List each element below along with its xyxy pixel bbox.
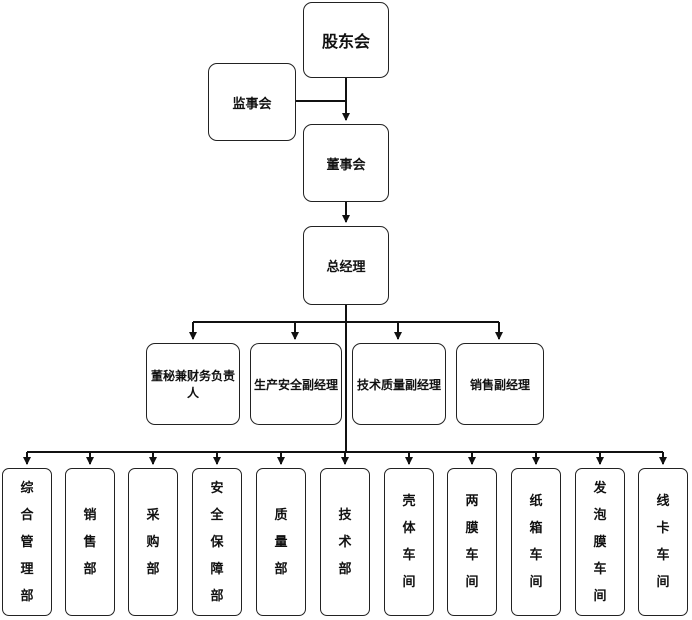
node-dept-cable-clip-workshop: 线卡车间 <box>638 468 688 616</box>
node-deputy-secretary-finance: 董秘兼财务负责人 <box>146 343 240 425</box>
node-general-manager-label: 总经理 <box>326 260 366 275</box>
node-deputy-production-safety: 生产安全副经理 <box>250 343 342 425</box>
node-dept-label: 销售部 <box>83 507 97 577</box>
node-dept-safety: 安全保障部 <box>192 468 242 616</box>
node-deputy-sales: 销售副经理 <box>456 343 544 425</box>
node-dept-film-workshop: 两膜车间 <box>447 468 497 616</box>
node-deputy-label: 技术质量副经理 <box>356 377 441 392</box>
node-dept-foam-film-workshop: 发泡膜车间 <box>575 468 625 616</box>
node-board-label: 董事会 <box>326 157 366 173</box>
node-dept-sales: 销售部 <box>65 468 115 616</box>
node-dept-label: 壳体车间 <box>402 494 416 590</box>
node-deputy-label: 销售副经理 <box>469 377 530 392</box>
node-dept-carton-workshop: 纸箱车间 <box>511 468 561 616</box>
node-shareholders-label: 股东会 <box>321 32 370 51</box>
node-dept-technology: 技术部 <box>320 468 370 616</box>
node-dept-label: 发泡膜车间 <box>593 480 607 604</box>
node-supervisors-label: 监事会 <box>232 96 272 112</box>
node-deputy-tech-quality: 技术质量副经理 <box>352 343 446 425</box>
node-dept-label: 技术部 <box>338 507 352 577</box>
node-dept-general-management: 综合管理部 <box>2 468 52 616</box>
node-deputy-label: 董秘兼财务负责人 <box>150 369 235 400</box>
node-dept-label: 综合管理部 <box>20 480 34 604</box>
node-dept-label: 采购部 <box>146 507 160 577</box>
node-general-manager: 总经理 <box>303 226 389 305</box>
node-dept-procurement: 采购部 <box>128 468 178 616</box>
node-deputy-label: 生产安全副经理 <box>253 377 338 392</box>
node-dept-label: 两膜车间 <box>465 494 479 590</box>
node-board: 董事会 <box>303 124 389 202</box>
node-dept-shell-workshop: 壳体车间 <box>384 468 434 616</box>
node-dept-label: 线卡车间 <box>656 494 670 590</box>
node-dept-label: 安全保障部 <box>210 480 224 604</box>
node-dept-quality: 质量部 <box>256 468 306 616</box>
node-dept-label: 纸箱车间 <box>529 494 543 590</box>
node-dept-label: 质量部 <box>274 507 288 577</box>
node-shareholders: 股东会 <box>303 2 389 78</box>
node-supervisors: 监事会 <box>208 63 296 141</box>
